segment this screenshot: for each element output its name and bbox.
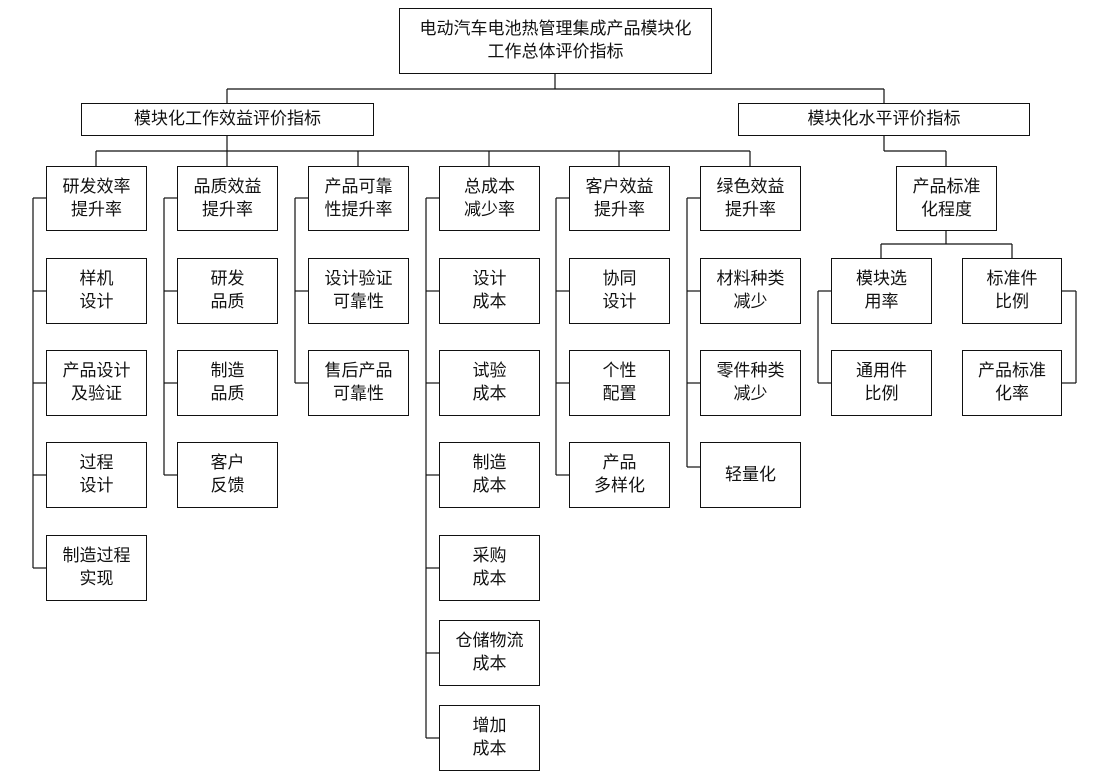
leaf-node: 设计 成本 [439,258,540,324]
leaf-node: 个性 配置 [569,350,670,416]
sub-category-node: 模块选 用率 [831,258,932,324]
branch-right-node: 模块化水平评价指标 [738,103,1030,136]
leaf-node: 制造 成本 [439,442,540,508]
root-node: 电动汽车电池热管理集成产品模块化 工作总体评价指标 [399,8,712,74]
leaf-node: 过程 设计 [46,442,147,508]
category-node: 产品标准 化程度 [896,166,997,231]
leaf-node: 研发 品质 [177,258,278,324]
category-node: 产品可靠 性提升率 [308,166,409,231]
leaf-node: 采购 成本 [439,535,540,601]
leaf-node: 轻量化 [700,442,801,508]
leaf-node: 设计验证 可靠性 [308,258,409,324]
leaf-node: 制造 品质 [177,350,278,416]
category-node: 品质效益 提升率 [177,166,278,231]
leaf-node: 产品 多样化 [569,442,670,508]
category-node: 绿色效益 提升率 [700,166,801,231]
leaf-node: 增加 成本 [439,705,540,771]
sub-category-node: 标准件 比例 [962,258,1062,324]
leaf-node: 售后产品 可靠性 [308,350,409,416]
leaf-node: 材料种类 减少 [700,258,801,324]
leaf-node: 产品标准 化率 [962,350,1062,416]
leaf-node: 样机 设计 [46,258,147,324]
leaf-node: 产品设计 及验证 [46,350,147,416]
leaf-node: 协同 设计 [569,258,670,324]
leaf-node: 客户 反馈 [177,442,278,508]
leaf-node: 零件种类 减少 [700,350,801,416]
leaf-node: 仓储物流 成本 [439,620,540,686]
branch-left-node: 模块化工作效益评价指标 [81,103,374,136]
category-node: 研发效率 提升率 [46,166,147,231]
leaf-node: 通用件 比例 [831,350,932,416]
category-node: 总成本 减少率 [439,166,540,231]
leaf-node: 制造过程 实现 [46,535,147,601]
category-node: 客户效益 提升率 [569,166,670,231]
leaf-node: 试验 成本 [439,350,540,416]
